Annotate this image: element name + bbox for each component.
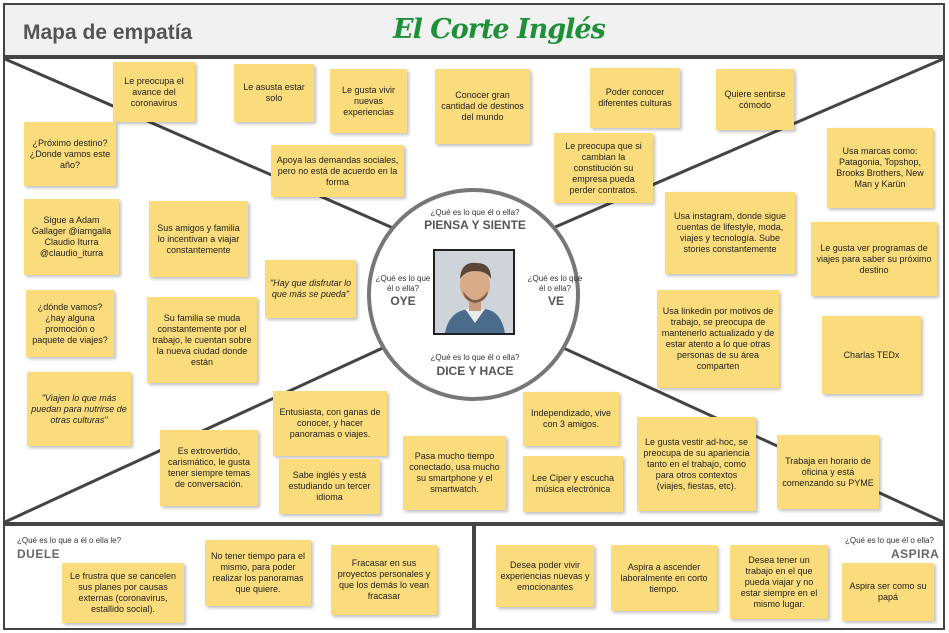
note-family-moves: Su familia se muda constantemente por el… <box>147 297 257 383</box>
note-linkedin: Usa linkedin por motivos de trabajo, se … <box>657 290 779 388</box>
note-fear-alone: Le asusta estar solo <box>234 64 314 122</box>
note-friends-family: Sus amigos y familia lo incentivan a via… <box>149 201 248 277</box>
note-ciper-music: Lee Ciper y escucha música electrónica <box>523 456 623 512</box>
note-frustration: Le frustra que se cancelen sus planes po… <box>62 563 184 623</box>
see-label: VE <box>547 294 564 308</box>
gain-label: ASPIRA <box>891 547 940 561</box>
do-question: ¿Qué es lo que él o ella? <box>430 353 520 362</box>
note-travel-shows: Le gusta ver programas de viajes para sa… <box>811 222 937 296</box>
do-label: DICE Y HACE <box>436 364 514 378</box>
note-next-destination: ¿Próximo destino? ¿Donde vamos este año? <box>24 122 116 186</box>
note-enjoy-quote: "Hay que disfrutar lo que más se pueda" <box>265 260 356 318</box>
note-fail: Fracasar en sus proyectos personales y q… <box>331 545 437 615</box>
note-dress: Le gusta vestir ad-hoc, se preocupa de s… <box>637 417 756 511</box>
note-cultures: Poder conocer diferentes culturas <box>590 68 680 128</box>
note-brands: Usa marcas como: Patagonia, Topshop, Bro… <box>827 128 933 208</box>
note-travel-job: Desea tener un trabajo en el que pueda v… <box>730 545 828 619</box>
note-coronavirus-worry: Le preocupa el avance del coronavirus <box>113 62 195 122</box>
note-office-pyme: Trabaja en horario de oficina y está com… <box>777 435 879 509</box>
hear-label: OYE <box>390 294 416 308</box>
hear-question: ¿Qué es lo que él o ella? <box>375 274 431 293</box>
note-like-father: Aspira ser como su papá <box>842 563 934 621</box>
note-connected: Pasa mucho tiempo conectado, usa mucho s… <box>403 436 506 510</box>
note-social-demands: Apoya las demandas sociales, pero no est… <box>271 145 404 197</box>
note-constitution: Le preocupa que si cambian la constituci… <box>554 133 653 203</box>
note-travel-quote: "Viajen lo que más puedan para nutrirse … <box>27 372 131 446</box>
note-new-experiences: Le gusta vivir nuevas experiencias <box>330 69 407 133</box>
persona-icon <box>435 251 513 333</box>
gain-question: ¿Qué es lo que él o ella? <box>845 536 934 545</box>
note-promotion-career: Aspira a ascender laboralmente en corto … <box>611 545 717 611</box>
note-enthusiastic: Entusiasta, con ganas de conocer, y hace… <box>273 391 387 456</box>
note-desire-experiences: Desea poder vivir experiencias nuevas y … <box>496 545 594 607</box>
note-follows: Sigue a Adam Gallager @iamgalla Claudio … <box>24 199 119 275</box>
note-no-time: No tener tiempo para el mismo, para pode… <box>205 540 311 606</box>
header-bar: Mapa de empatía El Corte Inglés <box>3 3 945 57</box>
think-question: ¿Qué es lo que él o ella? <box>430 208 520 217</box>
page-title: Mapa de empatía <box>23 21 193 44</box>
note-tedx: Charlas TEDx <box>822 316 921 394</box>
note-extrovert: Es extrovertido, carismático, le gusta t… <box>160 430 258 506</box>
note-destinations: Conocer gran cantidad de destinos del mu… <box>435 69 530 144</box>
pain-question: ¿Qué es lo que a él o ella le? <box>17 536 122 545</box>
note-promotion: ¿dónde vamos? ¿hay alguna promoción o pa… <box>26 290 114 357</box>
think-label: PIENSA Y SIENTE <box>424 218 526 232</box>
note-instagram: Usa instagram, donde sigue cuentas de li… <box>665 192 795 274</box>
see-question: ¿Qué es lo que él o ella? <box>527 274 583 293</box>
pain-label: DUELE <box>17 547 61 561</box>
note-comfortable: Quiere sentirse cómodo <box>716 69 794 130</box>
brand-logo: El Corte Inglés <box>393 14 606 45</box>
note-languages: Sabe inglés y está estudiando un tercer … <box>279 459 380 514</box>
note-independent: Independizado, vive con 3 amigos. <box>523 392 619 446</box>
persona-photo <box>433 249 515 335</box>
